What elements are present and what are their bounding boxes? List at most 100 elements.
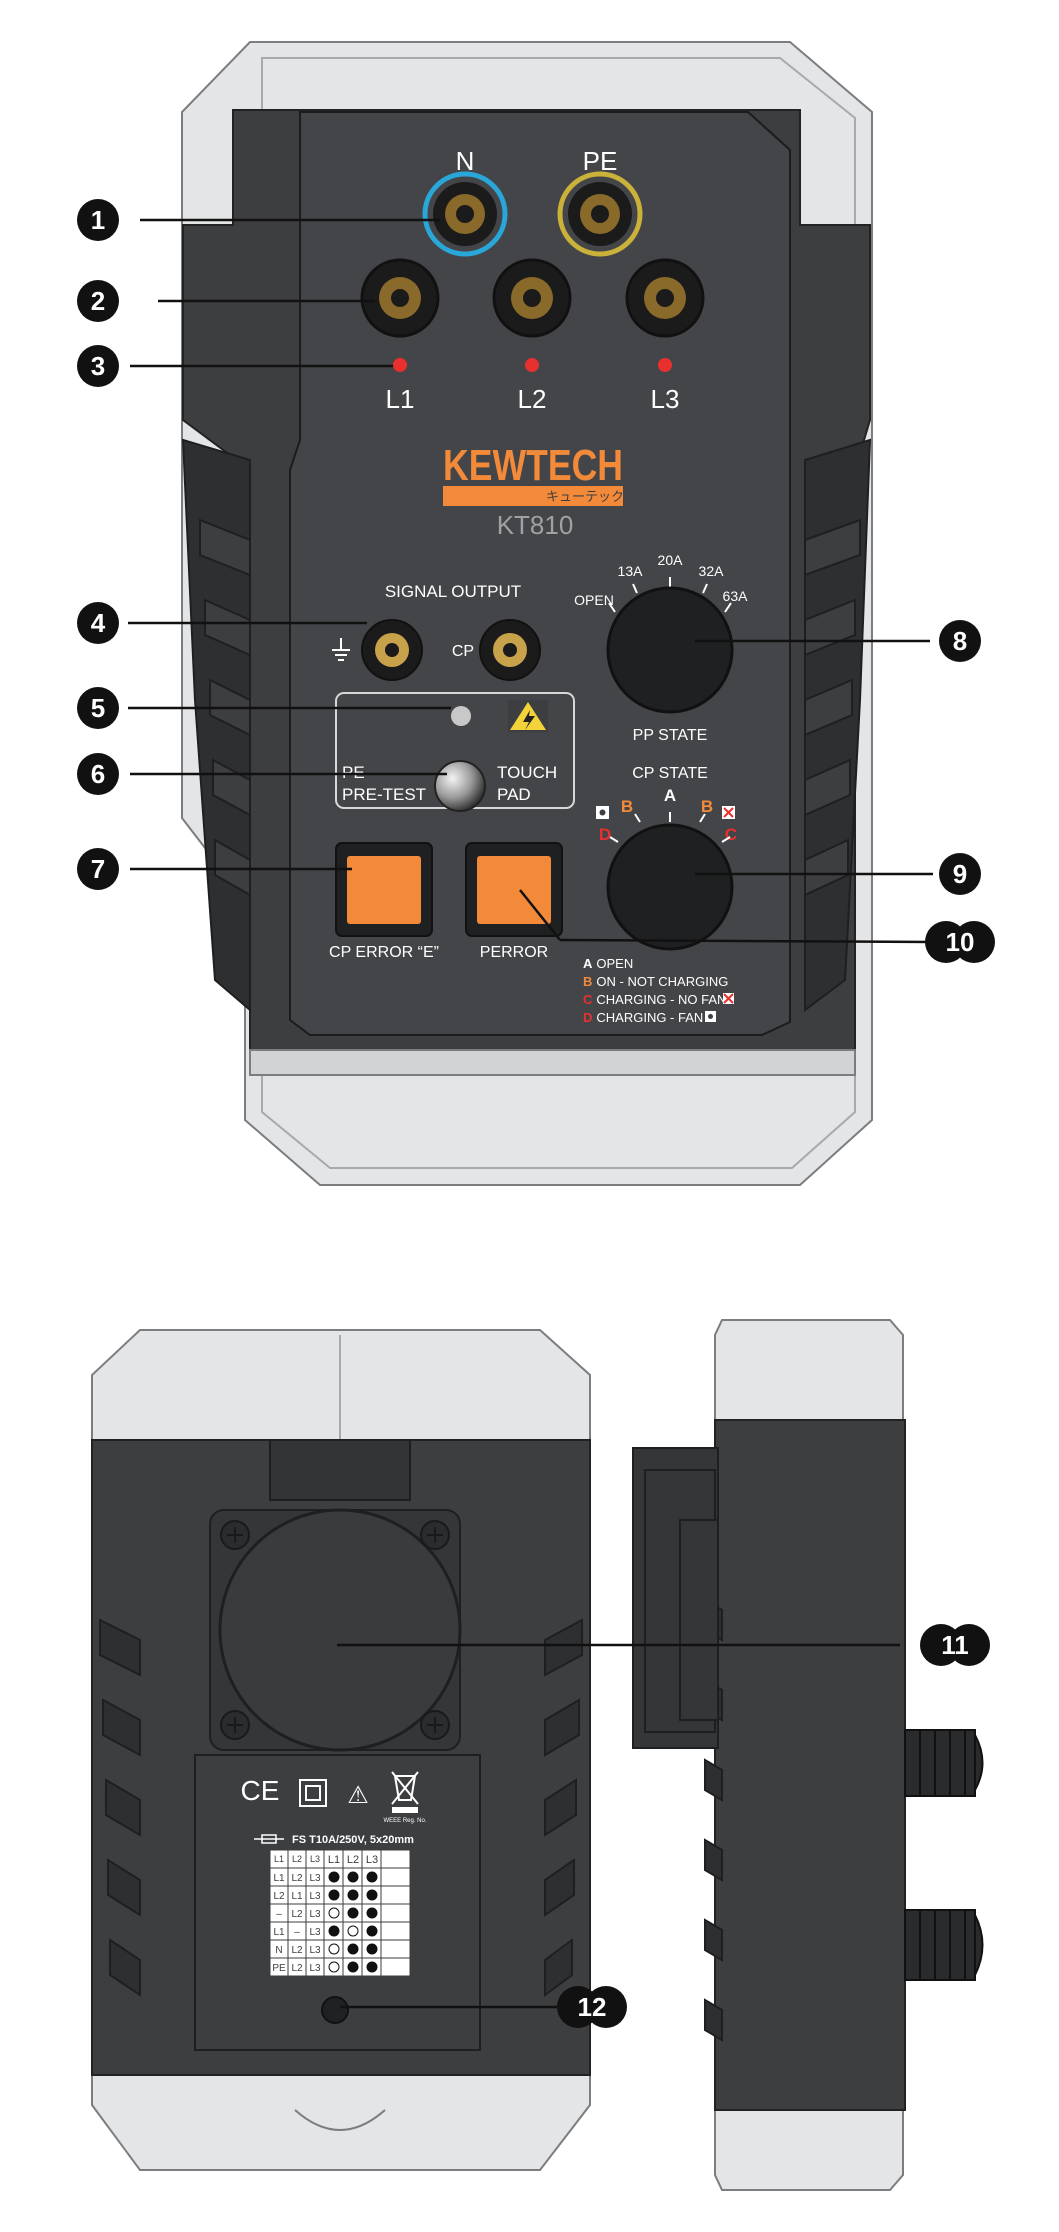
table-cell: L1 [273, 1873, 285, 1884]
table-cell: – [294, 1927, 300, 1938]
table-cell: N [275, 1945, 282, 1956]
ce-mark: CE [241, 1775, 280, 1806]
back-view: CE ⚠ WEEE Reg. No. FS T10A/250V, 5x20mm [91, 1329, 591, 2171]
inlet-body [218, 1508, 462, 1752]
callout-leaders [128, 218, 933, 2009]
led-l3 [658, 358, 672, 372]
cp-letter-a: A [664, 786, 676, 805]
table-cell: PE [272, 1963, 286, 1974]
led-on-indicator [347, 1907, 359, 1919]
led-off-indicator [328, 1907, 340, 1919]
table-header: L1 [274, 1854, 284, 1864]
label-l2: L2 [518, 384, 547, 414]
warning-mark: ⚠ [347, 1782, 369, 1809]
callout-number: 1 [91, 205, 105, 235]
callout-number: 10 [946, 927, 975, 957]
callout-number: 5 [91, 693, 105, 723]
legend-fan-icon [705, 1011, 716, 1022]
callout-12: 12 [557, 1986, 627, 2028]
led-on-indicator [328, 1871, 340, 1883]
callout-6: 6 [77, 753, 119, 795]
callout-3: 3 [77, 345, 119, 387]
pp-state-label: PP STATE [633, 727, 708, 744]
led-off-indicator [328, 1943, 340, 1955]
model-label: KT810 [497, 510, 574, 540]
table-header: L1 [328, 1854, 340, 1866]
pp-state-knob[interactable] [606, 586, 734, 714]
front-view [181, 41, 873, 1186]
fuse-icon [254, 1834, 284, 1844]
svg-text:キューテック: キューテック [546, 489, 624, 504]
cp-state-knob[interactable] [606, 823, 734, 951]
callout-7: 7 [77, 848, 119, 890]
led-off-indicator [347, 1925, 359, 1937]
led-on-indicator [366, 1889, 378, 1901]
cp-letter-d: D [599, 825, 611, 844]
pp-tick-open: OPEN [574, 592, 614, 608]
callout-number: 6 [91, 759, 105, 789]
screw-icon [220, 1520, 450, 1740]
table-cell: L2 [291, 1873, 303, 1884]
pp-tick-63a: 63A [723, 588, 749, 604]
callout-number: 3 [91, 351, 105, 381]
no-fan-icon [722, 806, 735, 819]
cp-state-label: CP STATE [632, 765, 708, 782]
led-on-indicator [328, 1889, 340, 1901]
cp-error-button[interactable] [335, 842, 433, 937]
callout-number: 9 [953, 859, 967, 889]
side-body [714, 1419, 906, 2111]
callout-5: 5 [77, 687, 119, 729]
table-cell: L2 [291, 1963, 303, 1974]
front-bottom-band [249, 1049, 856, 1076]
table-header: L2 [292, 1854, 302, 1864]
table-cell: L1 [273, 1927, 285, 1938]
front-shell-inner [261, 57, 856, 1169]
cp-state-ticks [609, 812, 731, 843]
cp-letter-b-right: B [701, 797, 713, 816]
touch-pad[interactable] [434, 760, 486, 812]
side-view [632, 1319, 984, 2191]
perror-button[interactable] [465, 842, 563, 937]
callout-9: 9 [939, 853, 981, 895]
pad-pe-label: PE [342, 763, 365, 782]
led-l1 [393, 358, 407, 372]
led-on-indicator [347, 1871, 359, 1883]
pad-touch-label: TOUCH [497, 763, 557, 782]
table-cell: L3 [309, 1927, 321, 1938]
side-cp-knob [904, 1909, 984, 1981]
socket-signal-ground [361, 619, 423, 681]
pad-pad-label: PAD [497, 785, 531, 804]
callout-number: 2 [91, 286, 105, 316]
table-header: L2 [347, 1854, 359, 1866]
callout-number: 12 [578, 1992, 607, 2022]
perror-label: PERROR [480, 944, 548, 961]
cp-error-label: CP ERROR “E” [329, 944, 439, 961]
socket-l1 [360, 258, 440, 338]
socket-signal-cp [479, 619, 541, 681]
fan-icon [596, 806, 609, 819]
led-on-indicator [328, 1925, 340, 1937]
led-on-indicator [347, 1961, 359, 1973]
fuse-rating: FS T10A/250V, 5x20mm [292, 1834, 414, 1846]
led-l2 [525, 358, 539, 372]
led-on-indicator [366, 1871, 378, 1883]
table-header: L3 [310, 1854, 320, 1864]
front-grip-right [804, 438, 872, 1012]
table-row: L1–L3 [273, 1925, 378, 1938]
callout-2: 2 [77, 280, 119, 322]
weee-reg: WEEE Reg. No. [383, 1818, 426, 1824]
led-on-indicator [366, 1943, 378, 1955]
callout-number: 7 [91, 854, 105, 884]
pp-state-ticks [608, 577, 732, 613]
led-on-indicator [366, 1907, 378, 1919]
back-grip-ribs [99, 1618, 583, 1997]
